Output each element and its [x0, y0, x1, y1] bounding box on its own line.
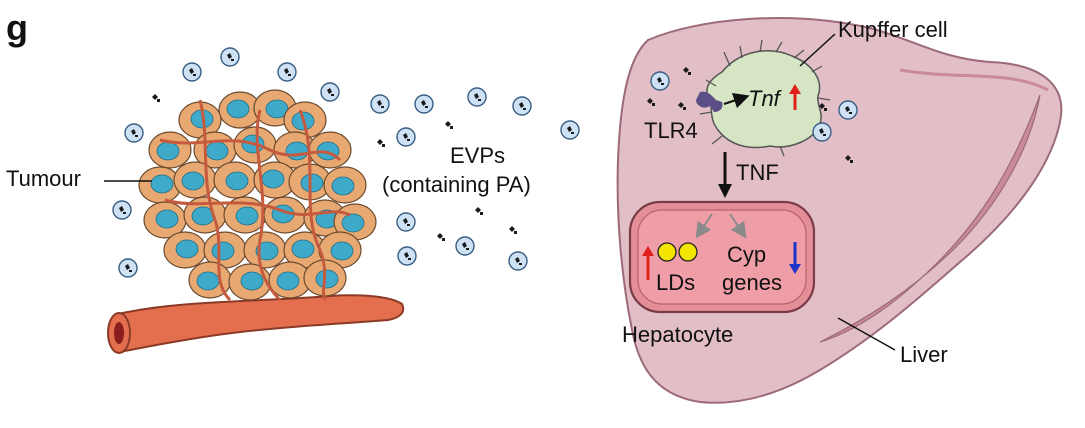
tumour-cell — [173, 161, 217, 199]
lipid-droplet-1 — [657, 242, 677, 262]
tumour-cell — [143, 201, 187, 239]
evps-label-line1: EVPs — [450, 143, 505, 168]
evp-small-particle — [845, 155, 853, 163]
tumour-cell — [213, 161, 257, 199]
tnf-secretion-arrow — [718, 152, 732, 198]
evp-particle — [467, 87, 487, 107]
evps-label-line2: (containing PA) — [382, 172, 531, 197]
evp-particle — [112, 200, 132, 220]
ld-up-arrow — [642, 246, 654, 280]
tumour-cell — [148, 131, 192, 169]
kupffer-cell — [699, 39, 831, 157]
evp-particle — [182, 62, 202, 82]
tumour-cell — [268, 261, 312, 299]
tumour-cell — [318, 231, 362, 269]
evp-small-particle — [152, 94, 160, 102]
evp-particle — [560, 120, 580, 140]
evp-particle — [320, 82, 340, 102]
evp-particle — [370, 94, 390, 114]
liver-edge-highlight — [899, 68, 1049, 92]
evp-small-particle — [509, 226, 517, 234]
evp-particles — [112, 47, 858, 278]
tnf-protein-label: TNF — [736, 160, 779, 185]
tumour-cell — [138, 166, 182, 204]
evp-small-particle — [678, 102, 686, 110]
liver-fold — [819, 94, 1041, 343]
tnf-up-arrow — [789, 84, 801, 110]
liver-leader — [837, 317, 896, 351]
kupffer-cell-processes — [699, 39, 831, 157]
tnf-gene-label: Tnf — [748, 86, 783, 111]
blood-vessel-body — [116, 294, 405, 354]
kupffer-cell-label: Kupffer cell — [838, 17, 948, 42]
kupffer-cell-leader — [799, 33, 836, 67]
tumour — [138, 89, 377, 301]
evp-particle — [277, 62, 297, 82]
hepatocyte — [628, 200, 816, 314]
evp-particle — [508, 251, 528, 271]
evp-particle — [397, 246, 417, 266]
evp-small-particle — [683, 67, 691, 75]
evp-particle — [455, 236, 475, 256]
evp-particle — [414, 94, 434, 114]
evp-small-particle — [437, 233, 445, 241]
lds-label: LDs — [656, 270, 695, 295]
evp-particle — [220, 47, 240, 67]
evp-particle — [396, 127, 416, 147]
tlr4-label: TLR4 — [644, 118, 698, 143]
evp-small-particle — [475, 207, 483, 215]
evp-particle — [124, 123, 144, 143]
evp-particle — [812, 122, 832, 142]
evp-particle — [118, 258, 138, 278]
hepatocyte-arrow-left — [695, 213, 713, 239]
tumour-cell — [308, 131, 352, 169]
evp-particle — [396, 212, 416, 232]
evp-particle — [838, 100, 858, 120]
evp-small-particle — [445, 121, 453, 129]
evp-small-particle — [819, 103, 827, 111]
hepatocyte-arrow-right — [729, 213, 747, 239]
hepatocyte-label: Hepatocyte — [622, 322, 733, 347]
tumour-cell — [223, 196, 267, 234]
lipid-droplet-2 — [678, 242, 698, 262]
blood-vessel — [107, 294, 405, 354]
evp-small-particle — [647, 98, 655, 106]
tumour-vasculature — [159, 99, 351, 302]
liver-label: Liver — [900, 342, 948, 367]
tumour-cell — [253, 161, 297, 199]
tlr4-to-tnf-arrow — [723, 92, 750, 109]
evp-particle — [650, 71, 670, 91]
panel-letter: g — [6, 7, 28, 48]
evp-small-particle — [377, 139, 385, 147]
cyp-down-arrow — [789, 242, 801, 274]
tlr4-receptor — [696, 91, 723, 112]
cyp-label-line2: genes — [722, 270, 782, 295]
tumour-cell — [243, 231, 287, 269]
cyp-label-line1: Cyp — [727, 242, 766, 267]
hepatocyte-inner — [637, 209, 807, 305]
tumour-label: Tumour — [6, 166, 81, 191]
tumour-cell — [218, 91, 262, 129]
tumour-cell — [323, 166, 367, 204]
blood-vessel-lumen — [114, 322, 124, 344]
evp-particle — [512, 96, 532, 116]
tumour-cell — [163, 231, 207, 269]
